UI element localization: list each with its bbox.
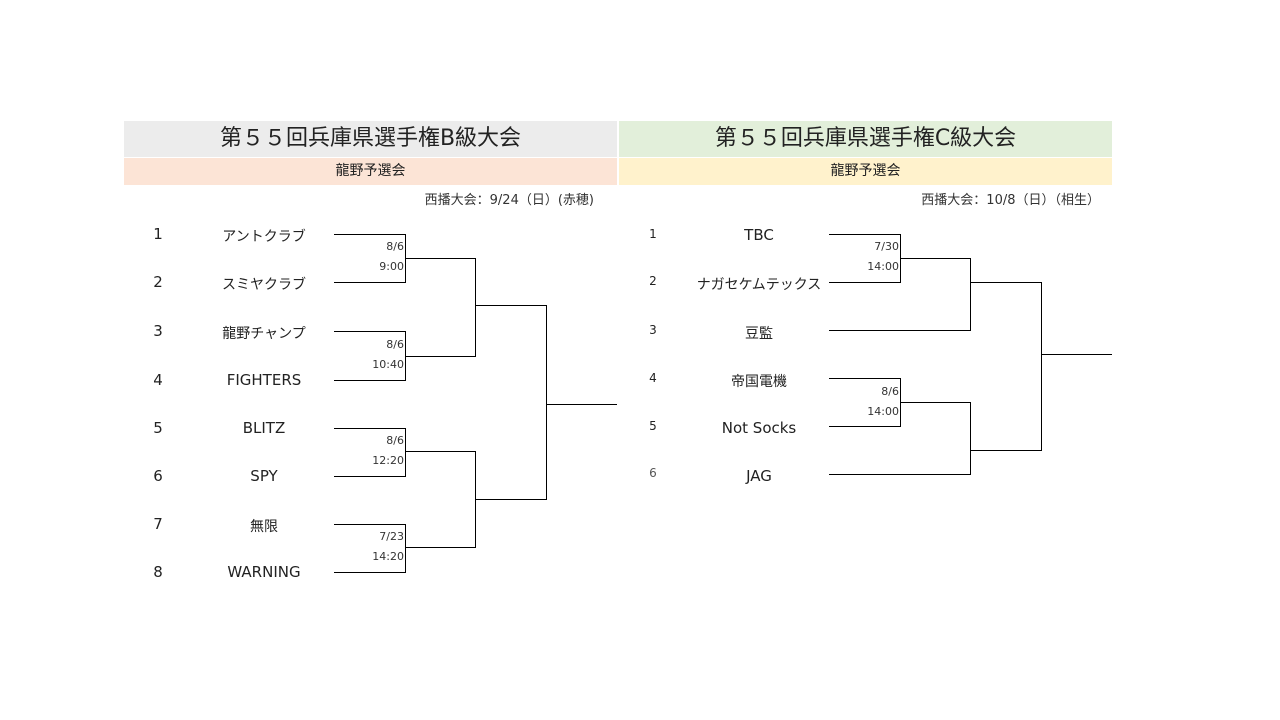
right-seed: 2 bbox=[649, 274, 657, 288]
match-date: 8/6 bbox=[881, 385, 899, 398]
bracket-line bbox=[900, 402, 971, 403]
bracket-line bbox=[405, 331, 406, 380]
left-team-name: BLITZ bbox=[242, 419, 286, 437]
left-seed: 4 bbox=[153, 371, 163, 389]
right-subtitle: 龍野予選会 bbox=[619, 158, 1112, 185]
right-seed: 4 bbox=[649, 371, 657, 385]
bracket-line bbox=[829, 330, 971, 331]
left-seed: 7 bbox=[153, 515, 163, 533]
right-seed: 6 bbox=[649, 466, 657, 480]
bracket-line bbox=[405, 428, 406, 476]
bracket-line bbox=[405, 356, 476, 357]
bracket-line bbox=[970, 282, 1042, 283]
bracket-line bbox=[829, 282, 901, 283]
bracket-line bbox=[829, 426, 901, 427]
bracket-line bbox=[1041, 354, 1112, 355]
match-date: 8/6 bbox=[386, 240, 404, 253]
left-note: 西播大会：9/24（日）(赤穂) bbox=[424, 193, 594, 208]
right-seed: 5 bbox=[649, 419, 657, 433]
left-seed: 1 bbox=[153, 225, 163, 243]
left-seed: 5 bbox=[153, 419, 163, 437]
right-seed: 3 bbox=[649, 323, 657, 337]
bracket-line bbox=[546, 404, 617, 405]
left-team-name: スミヤクラブ bbox=[222, 277, 306, 293]
bracket-line bbox=[900, 258, 971, 259]
bracket-line bbox=[475, 305, 547, 306]
match-date: 8/6 bbox=[386, 338, 404, 351]
bracket-line bbox=[829, 234, 901, 235]
left-team-name: 無限 bbox=[250, 519, 278, 535]
bracket-line bbox=[405, 258, 476, 259]
match-time: 9:00 bbox=[379, 260, 404, 273]
bracket-line bbox=[475, 258, 476, 356]
bracket-line bbox=[829, 474, 971, 475]
left-seed: 6 bbox=[153, 467, 163, 485]
match-date: 8/6 bbox=[386, 434, 404, 447]
left-team-name: WARNING bbox=[227, 563, 301, 581]
match-time: 10:40 bbox=[372, 358, 404, 371]
bracket-line bbox=[334, 380, 406, 381]
right-team-name: 豆監 bbox=[745, 326, 773, 342]
left-seed: 8 bbox=[153, 563, 163, 581]
right-team-name: ナガセケムテックス bbox=[696, 277, 822, 293]
right-team-name: TBC bbox=[744, 226, 774, 244]
bracket-line bbox=[475, 499, 547, 500]
right-note: 西播大会：10/8（日）（相生） bbox=[921, 193, 1100, 208]
right-team-name: JAG bbox=[746, 467, 772, 485]
left-team-name: FIGHTERS bbox=[226, 371, 302, 389]
bracket-line bbox=[334, 282, 406, 283]
bracket-line bbox=[970, 402, 971, 474]
left-subtitle: 龍野予選会 bbox=[124, 158, 617, 185]
left-seed: 2 bbox=[153, 273, 163, 291]
right-title: 第５５回兵庫県選手権C級大会 bbox=[619, 121, 1112, 157]
bracket-line bbox=[829, 378, 901, 379]
bracket-line bbox=[546, 305, 547, 499]
bracket-line bbox=[334, 428, 406, 429]
bracket-line bbox=[405, 547, 476, 548]
right-team-name: 帝国電機 bbox=[731, 374, 787, 390]
bracket-line bbox=[1041, 282, 1042, 450]
left-team-name: 龍野チャンプ bbox=[222, 326, 306, 342]
match-date: 7/23 bbox=[379, 530, 404, 543]
left-team-name: SPY bbox=[250, 467, 278, 485]
bracket-line bbox=[334, 234, 406, 235]
bracket-line bbox=[334, 524, 406, 525]
left-title: 第５５回兵庫県選手権B級大会 bbox=[124, 121, 617, 157]
left-seed: 3 bbox=[153, 322, 163, 340]
bracket-line bbox=[405, 524, 406, 572]
match-time: 14:00 bbox=[867, 260, 899, 273]
bracket-line bbox=[405, 451, 476, 452]
bracket-line bbox=[334, 476, 406, 477]
bracket-line bbox=[334, 331, 406, 332]
right-team-name: Not Socks bbox=[721, 419, 797, 437]
left-team-name: アントクラブ bbox=[222, 229, 306, 245]
match-time: 14:20 bbox=[372, 550, 404, 563]
match-time: 14:00 bbox=[867, 405, 899, 418]
match-time: 12:20 bbox=[372, 454, 404, 467]
bracket-line bbox=[334, 572, 406, 573]
match-date: 7/30 bbox=[874, 240, 899, 253]
bracket-line bbox=[970, 450, 1042, 451]
bracket-line bbox=[970, 258, 971, 330]
right-seed: 1 bbox=[649, 227, 657, 241]
